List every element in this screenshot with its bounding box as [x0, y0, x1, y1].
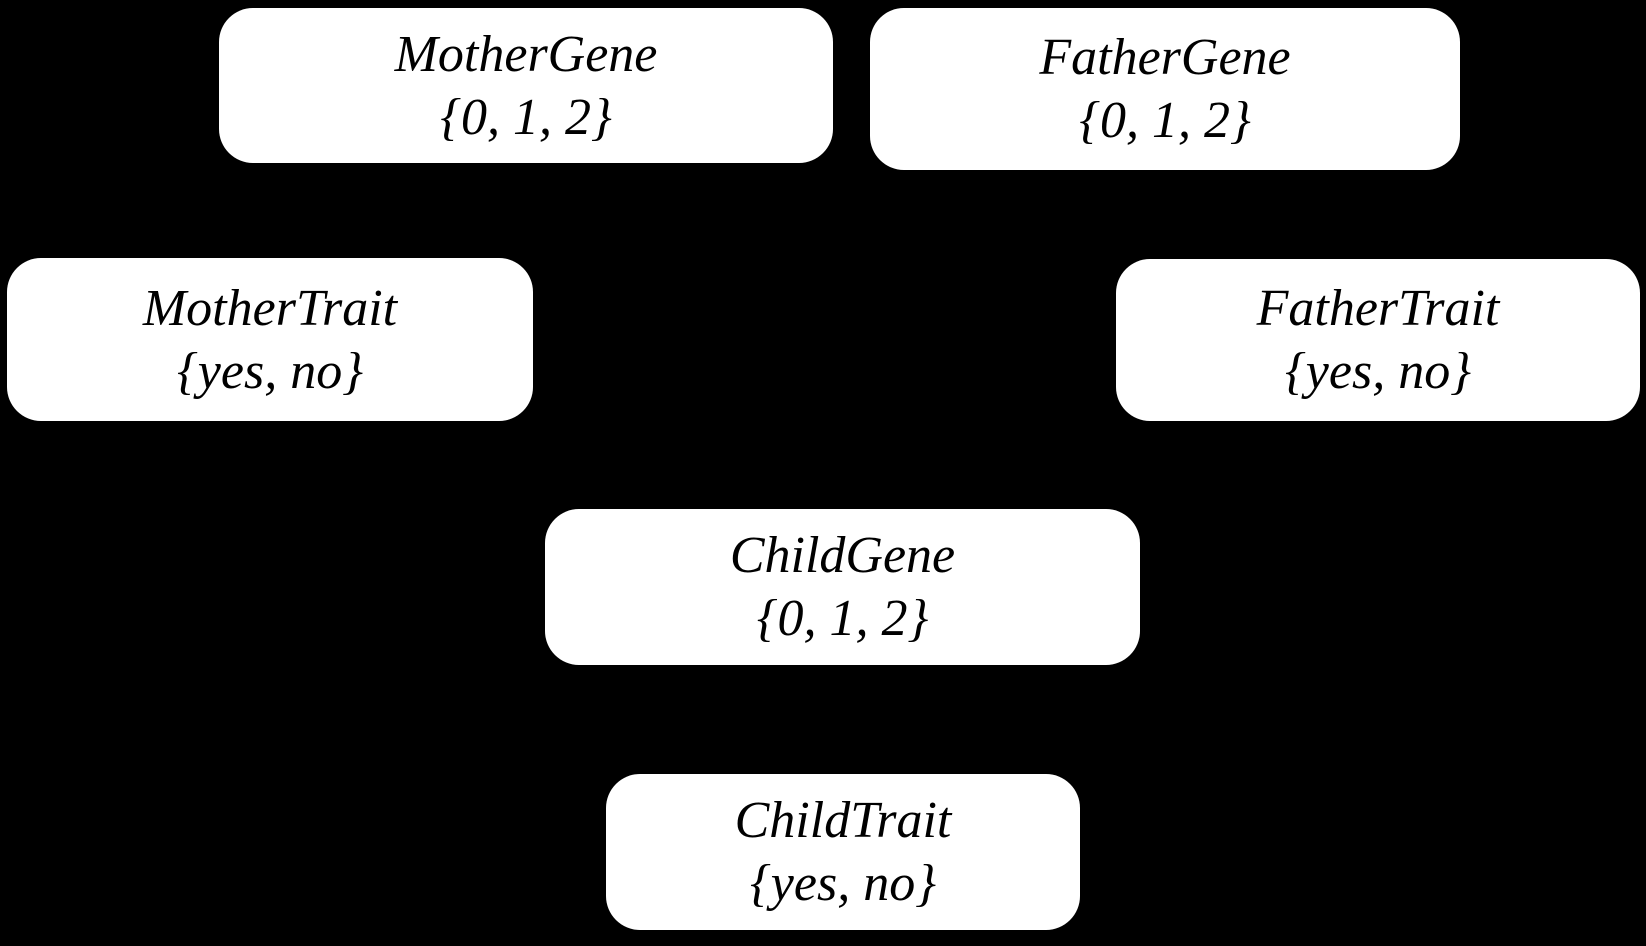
node-father-trait[interactable]: FatherTrait {yes, no}: [1116, 259, 1640, 421]
node-mother-gene-domain: {0, 1, 2}: [440, 88, 612, 146]
node-child-trait[interactable]: ChildTrait {yes, no}: [606, 774, 1080, 930]
node-mother-trait[interactable]: MotherTrait {yes, no}: [7, 258, 533, 421]
node-father-gene-domain: {0, 1, 2}: [1079, 92, 1251, 149]
node-mother-gene-title: MotherGene: [394, 25, 658, 83]
node-mother-trait-domain: {yes, no}: [177, 342, 363, 400]
node-child-gene-domain: {0, 1, 2}: [756, 590, 929, 647]
node-father-trait-domain: {yes, no}: [1285, 343, 1471, 400]
node-father-gene-title: FatherGene: [1039, 29, 1291, 86]
node-child-trait-domain: {yes, no}: [750, 855, 936, 912]
node-child-gene[interactable]: ChildGene {0, 1, 2}: [545, 509, 1140, 665]
node-child-gene-title: ChildGene: [729, 527, 956, 584]
node-child-trait-title: ChildTrait: [734, 792, 952, 849]
node-father-trait-title: FatherTrait: [1256, 280, 1500, 337]
node-mother-gene[interactable]: MotherGene {0, 1, 2}: [219, 8, 833, 163]
node-mother-trait-title: MotherTrait: [142, 279, 398, 337]
node-father-gene[interactable]: FatherGene {0, 1, 2}: [870, 8, 1460, 170]
